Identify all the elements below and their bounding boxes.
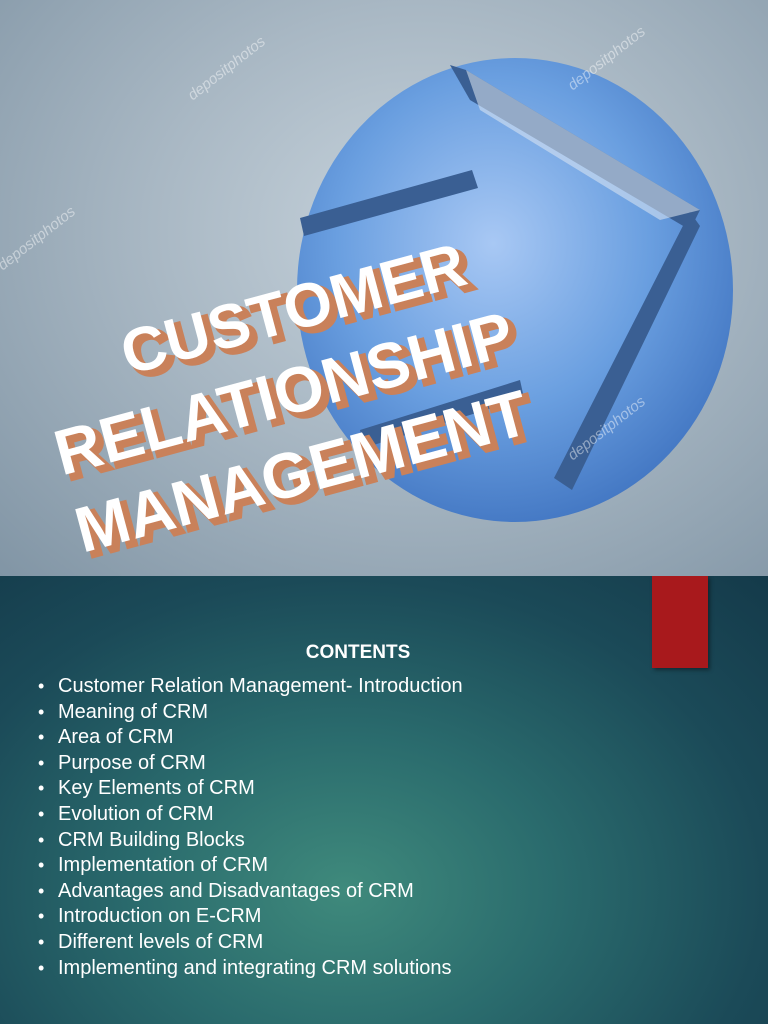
list-item: Area of CRM [38,725,463,751]
list-item: Customer Relation Management- Introducti… [38,674,463,700]
contents-list: Customer Relation Management- Introducti… [38,674,463,981]
list-item: Different levels of CRM [38,930,463,956]
contents-slide: CONTENTS Customer Relation Management- I… [0,576,768,1024]
list-item: CRM Building Blocks [38,828,463,854]
contents-title: CONTENTS [305,642,411,663]
list-item: Purpose of CRM [38,751,463,777]
list-item: Evolution of CRM [38,802,463,828]
list-item: Introduction on E-CRM [38,904,463,930]
list-item: Implementing and integrating CRM solutio… [38,956,463,982]
list-item: Meaning of CRM [38,700,463,726]
arrow-shaft-top [300,170,478,236]
list-item: Advantages and Disadvantages of CRM [38,879,463,905]
arrow-shaft-bottom [360,380,524,448]
list-item: Implementation of CRM [38,853,463,879]
arrow-upper-arm-face [466,70,700,220]
cover-slide: CUSTOMER CUSTOMER RELATIONSHIP RELATIONS… [0,0,768,576]
red-accent-tab [652,576,708,668]
crm-cover-illustration: CUSTOMER CUSTOMER RELATIONSHIP RELATIONS… [51,58,733,573]
arrow-lower-arm-icon [554,212,700,490]
list-item: Key Elements of CRM [38,776,463,802]
